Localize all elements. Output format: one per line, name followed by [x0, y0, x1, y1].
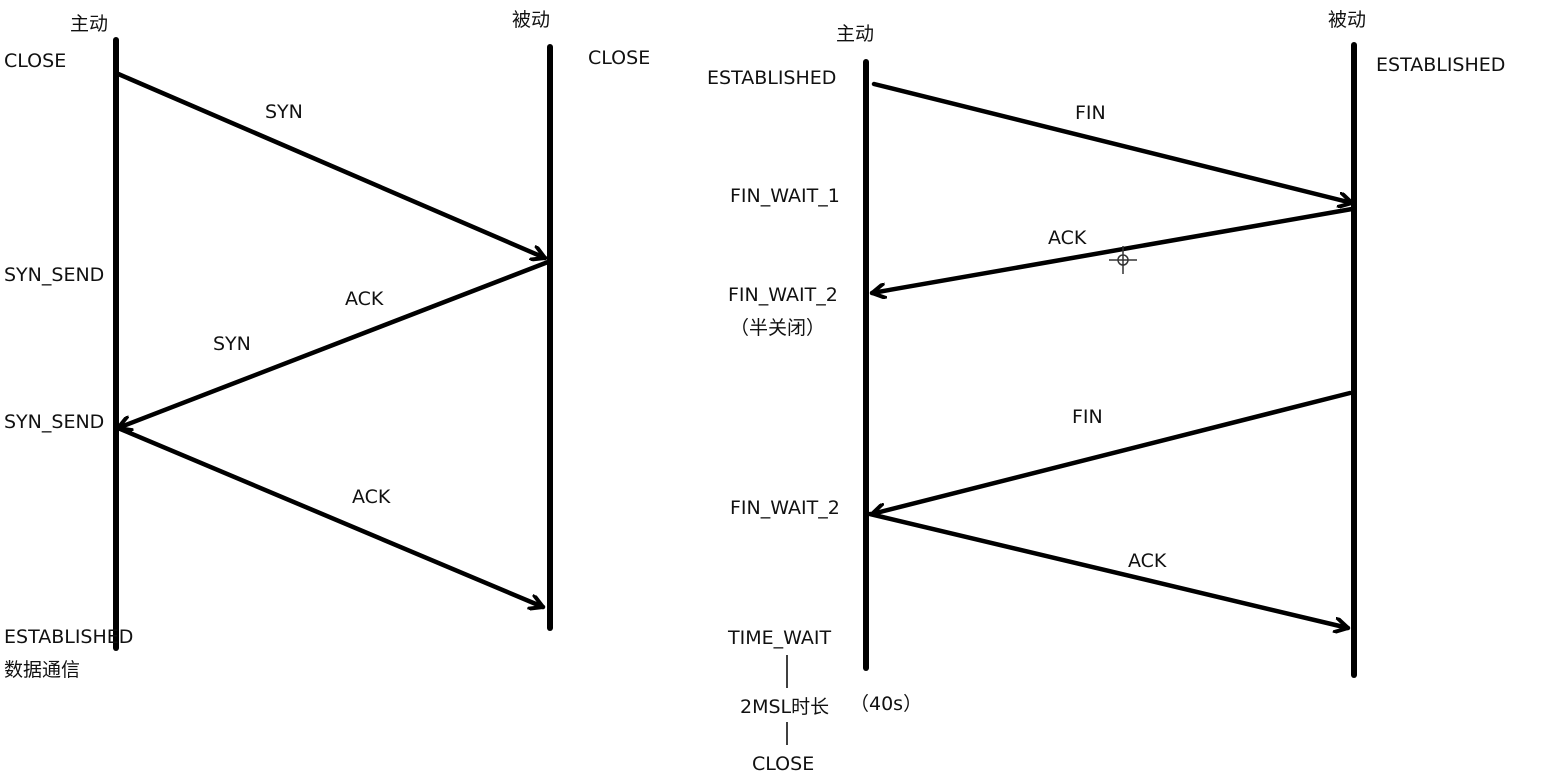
handshake-syn-label: SYN: [265, 101, 303, 123]
handshake-data-comm-label: 数据通信: [4, 659, 80, 681]
teardown-fin-arrow-1: [871, 81, 1355, 203]
teardown-diagram: 主动 被动 ESTABLISHED ESTABLISHED FIN_WAIT_1…: [707, 9, 1505, 775]
teardown-state-established: ESTABLISHED: [707, 67, 836, 89]
handshake-diagram: 主动 被动 CLOSE CLOSE SYN_SEND SYN_SEND ESTA…: [4, 9, 650, 681]
handshake-syn-label-2: SYN: [213, 333, 251, 355]
handshake-syn-ack-arrow: [115, 259, 551, 428]
teardown-state-fin-wait-1: FIN_WAIT_1: [730, 185, 840, 207]
handshake-state-syn-send-2: SYN_SEND: [4, 411, 104, 433]
handshake-ack-label-2: ACK: [352, 486, 391, 508]
teardown-ack-label-1: ACK: [1048, 227, 1087, 249]
handshake-ack-label-1: ACK: [345, 288, 384, 310]
handshake-active-label: 主动: [70, 13, 108, 35]
handshake-syn-arrow: [113, 70, 548, 258]
teardown-passive-label: 被动: [1328, 9, 1366, 31]
teardown-ack-label-2: ACK: [1128, 550, 1167, 572]
teardown-ack-arrow-1: [869, 206, 1355, 293]
crosshair-cursor-icon: [1109, 246, 1137, 274]
handshake-passive-state-close: CLOSE: [588, 47, 650, 69]
handshake-ack-arrow: [115, 425, 546, 607]
teardown-state-fin-wait-2-b: FIN_WAIT_2: [730, 497, 840, 519]
teardown-duration-note: （40s）: [850, 693, 922, 715]
teardown-2msl-duration: 2MSL时长: [740, 696, 829, 718]
teardown-fin-label-1: FIN: [1075, 102, 1106, 124]
teardown-passive-state-established: ESTABLISHED: [1376, 54, 1505, 76]
teardown-fin-label-2: FIN: [1072, 406, 1103, 428]
handshake-state-established: ESTABLISHED: [4, 626, 133, 648]
teardown-ack-arrow-2: [867, 511, 1351, 628]
handshake-passive-label: 被动: [512, 9, 550, 31]
teardown-state-fin-wait-2-a: FIN_WAIT_2: [728, 284, 838, 306]
teardown-state-close: CLOSE: [752, 753, 814, 775]
teardown-fin-arrow-2: [869, 390, 1353, 514]
teardown-active-label: 主动: [836, 23, 874, 45]
handshake-state-syn-send-1: SYN_SEND: [4, 264, 104, 286]
teardown-state-time-wait: TIME_WAIT: [727, 627, 831, 649]
handshake-state-close: CLOSE: [4, 50, 66, 72]
teardown-half-close-label: （半关闭）: [730, 317, 825, 339]
